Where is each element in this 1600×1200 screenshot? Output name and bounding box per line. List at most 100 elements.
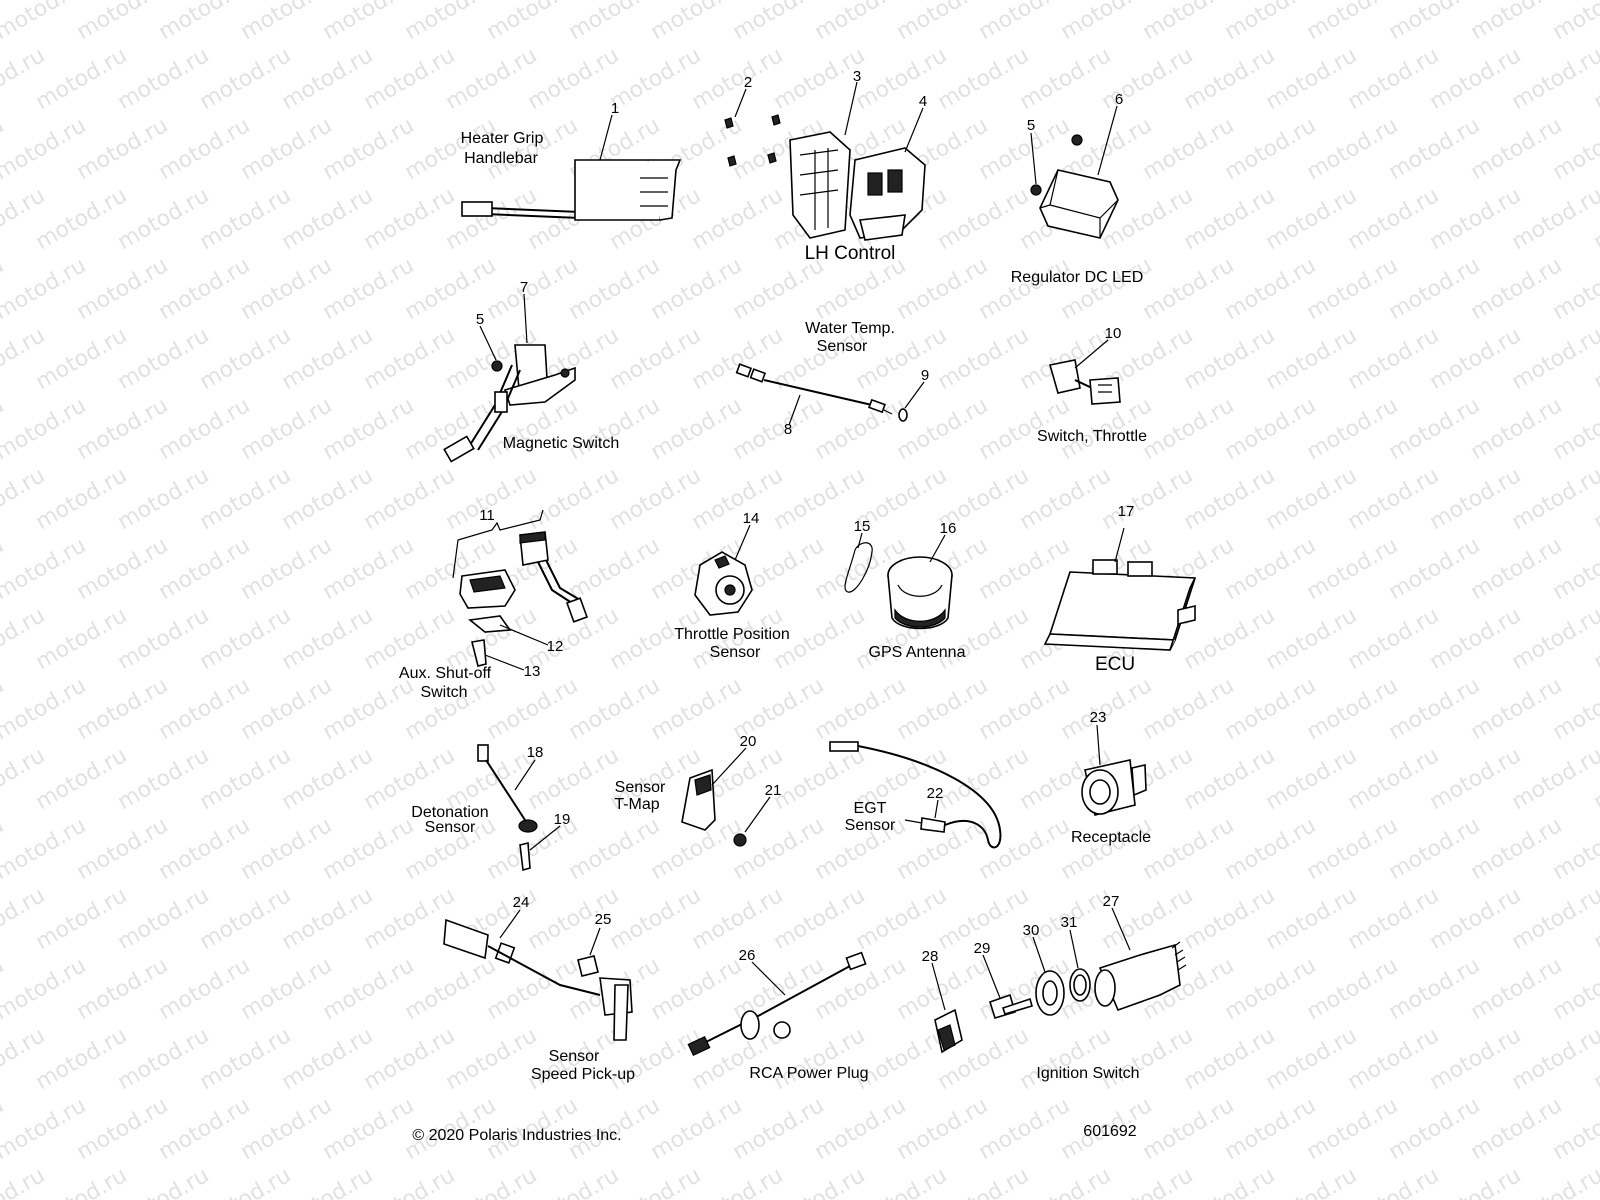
watermark-text: motod.ru — [1467, 393, 1567, 465]
watermark-text: motod.ru — [1221, 953, 1321, 1025]
watermark-text: motod.ru — [1426, 183, 1526, 255]
watermark-text: motod.ru — [1508, 1023, 1600, 1095]
watermark-text: motod.ru — [647, 673, 747, 745]
watermark-text: motod.ru — [360, 1023, 460, 1095]
watermark-text: motod.ru — [1385, 113, 1485, 185]
watermark-text: motod.ru — [1180, 323, 1280, 395]
part-number-6: 6 — [1115, 91, 1123, 108]
part-number-15: 15 — [854, 518, 871, 535]
watermark-text: motod.ru — [32, 1023, 132, 1095]
label-detonation-line2: Sensor — [425, 819, 476, 836]
label-aux-shutoff-line1: Aux. Shut-off — [399, 665, 492, 682]
watermark-text: motod.ru — [1180, 43, 1280, 115]
label-lh-control: LH Control — [805, 243, 896, 264]
watermark-text: motod.ru — [114, 183, 214, 255]
watermark-text: motod.ru — [1508, 603, 1600, 675]
watermark-text: motod.ru — [237, 673, 337, 745]
watermark-text: motod.ru — [893, 673, 993, 745]
part-number-24: 24 — [513, 894, 530, 911]
watermark-text: motod.ru — [32, 463, 132, 535]
watermark-text: motod.ru — [0, 533, 90, 605]
watermark-text: motod.ru — [401, 953, 501, 1025]
watermark-text: motod.ru — [155, 673, 255, 745]
watermark-text: motod.ru — [565, 393, 665, 465]
watermark-text: motod.ru — [1139, 113, 1239, 185]
watermark-text: motod.ru — [852, 43, 952, 115]
watermark-text: motod.ru — [1344, 743, 1444, 815]
watermark-text: motod.ru — [1467, 113, 1567, 185]
label-magnetic-switch: Magnetic Switch — [503, 435, 620, 452]
watermark-text: motod.ru — [360, 43, 460, 115]
watermark-text: motod.ru — [278, 1023, 378, 1095]
watermark-text: motod.ru — [1549, 0, 1600, 45]
watermark-text: motod.ru — [1016, 463, 1116, 535]
watermark-text: motod.ru — [319, 1093, 419, 1165]
watermark-text: motod.ru — [1139, 1093, 1239, 1165]
watermark-text: motod.ru — [32, 183, 132, 255]
watermark-text: motod.ru — [1221, 673, 1321, 745]
part-receptacle — [1081, 724, 1147, 816]
watermark-text: motod.ru — [1344, 43, 1444, 115]
watermark-text: motod.ru — [73, 253, 173, 325]
watermark-text: motod.ru — [1303, 1093, 1403, 1165]
part-number-23: 23 — [1090, 709, 1107, 726]
watermark-text: motod.ru — [237, 533, 337, 605]
part-egt-sensor — [829, 741, 1002, 849]
watermark-text: motod.ru — [319, 393, 419, 465]
watermark-text: motod.ru — [975, 253, 1075, 325]
part-sensor-tmap — [681, 747, 771, 847]
watermark-text: motod.ru — [237, 953, 337, 1025]
watermark-text: motod.ru — [196, 743, 296, 815]
watermark-text: motod.ru — [1344, 883, 1444, 955]
label-heater-grip-line2: Handlebar — [464, 150, 539, 167]
part-number-12: 12 — [547, 638, 564, 655]
part-detonation-sensor — [477, 744, 561, 872]
watermark-text: motod.ru — [0, 1163, 49, 1200]
screws-part-2 — [724, 114, 781, 167]
watermark-text: motod.ru — [1508, 43, 1600, 115]
watermark-text: motod.ru — [1221, 113, 1321, 185]
watermark-text: motod.ru — [32, 43, 132, 115]
watermark-text: motod.ru — [1344, 1023, 1444, 1095]
part-number-9: 9 — [921, 367, 929, 384]
watermark-text: motod.ru — [1221, 253, 1321, 325]
watermark-text: motod.ru — [360, 323, 460, 395]
watermark-text: motod.ru — [975, 1093, 1075, 1165]
watermark-text: motod.ru — [319, 113, 419, 185]
watermark-text: motod.ru — [606, 463, 706, 535]
watermark-text: motod.ru — [688, 463, 788, 535]
label-egt-line1: EGT — [854, 800, 887, 817]
watermark-text: motod.ru — [1221, 533, 1321, 605]
part-number-10: 10 — [1105, 325, 1122, 342]
watermark-text: motod.ru — [606, 323, 706, 395]
watermark-text: motod.ru — [114, 883, 214, 955]
watermark-text: motod.ru — [647, 953, 747, 1025]
label-water-temp-line2: Sensor — [817, 338, 868, 355]
watermark-text: motod.ru — [647, 253, 747, 325]
watermark-text: motod.ru — [1262, 1023, 1362, 1095]
watermark-text: motod.ru — [360, 183, 460, 255]
watermark-text: motod.ru — [934, 183, 1034, 255]
part-number-16: 16 — [940, 520, 957, 537]
watermark-text: motod.ru — [1467, 533, 1567, 605]
watermark-text: motod.ru — [1467, 813, 1567, 885]
watermark-text: motod.ru — [1221, 1093, 1321, 1165]
watermark-text: motod.ru — [893, 253, 993, 325]
label-rca-plug: RCA Power Plug — [749, 1065, 868, 1082]
part-number-26: 26 — [739, 947, 756, 964]
watermark-text: motod.ru — [196, 1023, 296, 1095]
watermark-text: motod.ru — [237, 813, 337, 885]
watermark-text: motod.ru — [1508, 323, 1600, 395]
label-speed-pickup-line1: Sensor — [549, 1048, 600, 1065]
watermark-text: motod.ru — [1262, 883, 1362, 955]
watermark-text: motod.ru — [934, 323, 1034, 395]
watermark-text: motod.ru — [1221, 813, 1321, 885]
part-number-31: 31 — [1061, 914, 1078, 931]
watermark-text: motod.ru — [196, 463, 296, 535]
watermark-text: motod.ru — [1262, 463, 1362, 535]
watermark-text: motod.ru — [155, 1093, 255, 1165]
label-regulator: Regulator DC LED — [1011, 269, 1144, 286]
watermark-text: motod.ru — [565, 253, 665, 325]
watermark-text: motod.ru — [1139, 673, 1239, 745]
